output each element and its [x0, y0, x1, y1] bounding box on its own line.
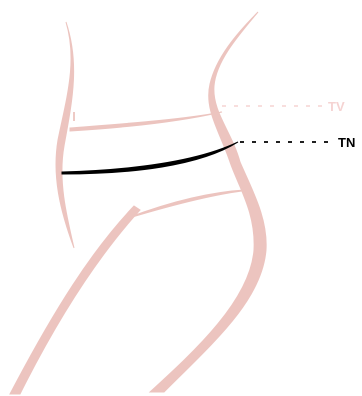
front-leg-outline: [10, 206, 140, 394]
tv-waist-line: [70, 112, 222, 131]
tv-label: TV: [328, 99, 345, 114]
hip-crease-line: [128, 190, 248, 218]
tn-waist-line: [62, 142, 238, 174]
right-torso-outline: [150, 12, 266, 392]
left-torso-outline: [56, 22, 74, 248]
tn-label: TN: [338, 135, 355, 150]
